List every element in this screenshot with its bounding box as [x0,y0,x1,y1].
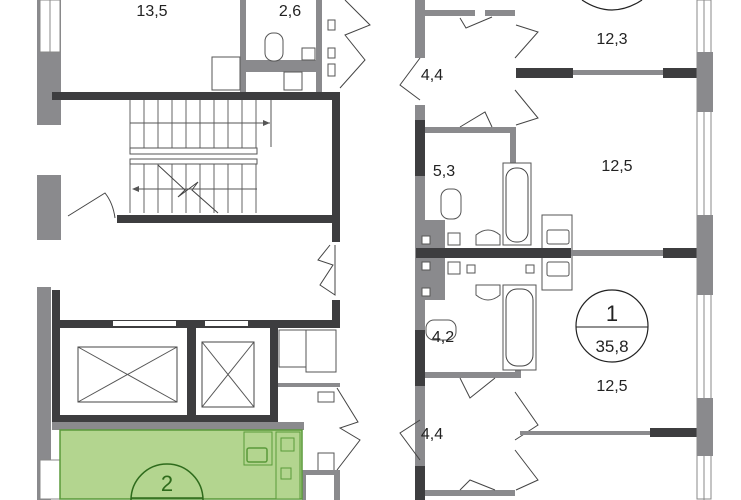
room-area-label: 12,5 [601,158,632,175]
apartment-badge [130,463,204,500]
room-area-label: 4,2 [432,329,454,346]
sink-icon [246,447,268,463]
elevator-block [52,290,361,500]
bathtub-icon [502,284,537,371]
sink-icon [475,229,501,246]
apartment-number: 1 [606,301,618,326]
apartment-number: 2 [161,471,173,496]
toilet-icon [264,32,284,62]
room-area-label: 4,4 [421,67,443,84]
left-exterior-wall [37,0,61,500]
apartment-1-badge: 1 35,8 [575,289,649,363]
elevator-shaft-icon [201,341,255,408]
elevator-shaft-icon [77,346,178,403]
room-area-label: 13,5 [136,3,167,20]
apartment-badge-partial [581,0,643,11]
bathroom-2-6 [211,0,371,92]
room-area-label: 12,5 [596,378,627,395]
room-area-label: 5,3 [433,163,455,180]
room-area-label: 4,4 [421,426,443,443]
sink-icon [475,284,501,301]
door-icon [67,192,116,219]
doors [399,16,539,491]
stair-arrow-icon [263,120,270,126]
right-exterior-wall [696,0,713,500]
apartment-area: 35,8 [595,337,628,356]
bathtub-icon [502,162,532,246]
room-area-label: 2,6 [279,3,301,20]
partition-walls [416,68,705,437]
room-area-label: 12,3 [596,31,627,48]
stair-arrow-icon [132,186,139,192]
toilet-icon [440,188,462,220]
toilet-icon [425,319,457,341]
sink-icon [211,56,241,91]
staircase [52,92,340,296]
apartment-2-highlight[interactable]: 2 [52,422,304,500]
